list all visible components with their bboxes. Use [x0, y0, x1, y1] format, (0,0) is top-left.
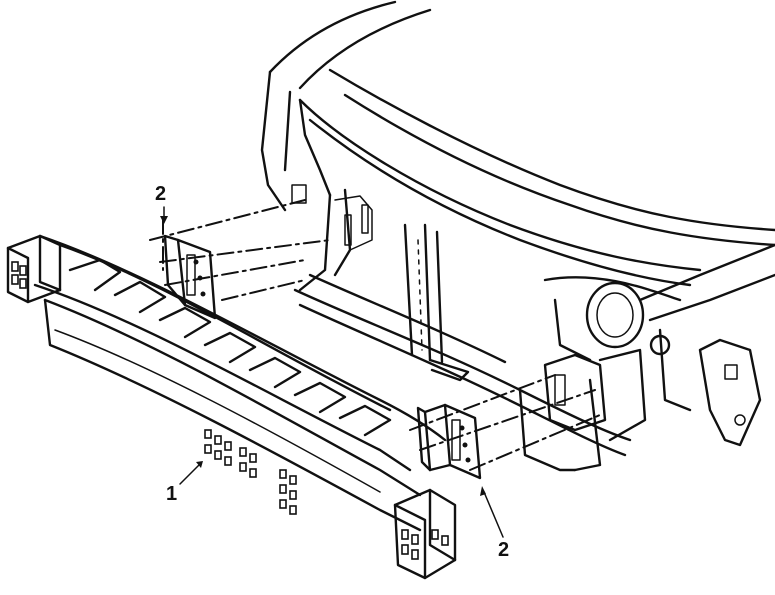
- alignment-centerlines: [149, 199, 601, 471]
- callout-label: 2: [155, 183, 166, 205]
- right-bumper-bracket: [416, 403, 482, 480]
- callout-1: 1: [166, 461, 203, 505]
- bumper-reinforcement-bar: [6, 234, 457, 580]
- callout-label: 2: [498, 539, 509, 561]
- radiator-support-structure: [260, 0, 775, 472]
- callout-2-lower: 2: [480, 486, 509, 561]
- callout-label: 1: [166, 483, 177, 505]
- callout-2-upper: 2: [155, 183, 168, 224]
- bumper-hole-pattern: [204, 429, 297, 515]
